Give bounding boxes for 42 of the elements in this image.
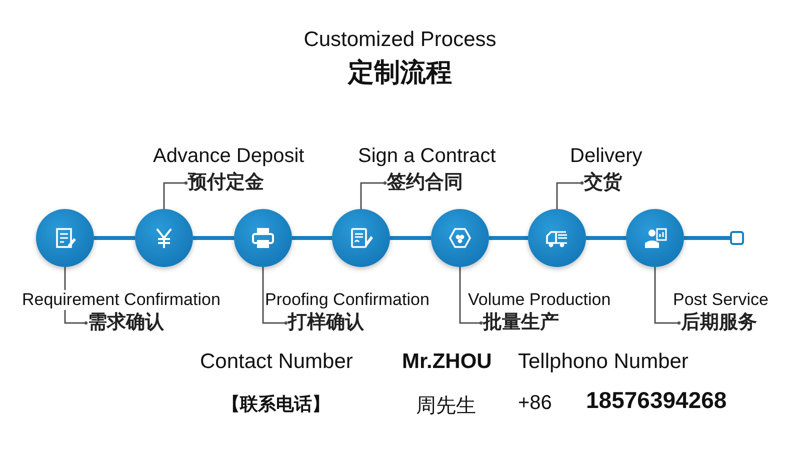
step-circle [528,209,586,267]
phone-label: Tellphono Number [518,350,688,374]
step-circle [626,209,684,267]
step-label: Advance Deposit [153,145,304,168]
connector-line [489,236,528,240]
leader-line [262,267,288,325]
step-label-chinese: 打样确认 [288,311,364,335]
step-label-chinese: 后期服务 [681,311,757,335]
step-label: Proofing Confirmation [265,290,430,310]
leader-line [654,267,681,325]
subtitle-chinese: 定制流程 [346,56,453,89]
connector-line [684,236,730,240]
step-circle [36,209,94,267]
step-label-chinese: 交货 [584,171,622,195]
step-label-chinese: 批量生产 [483,311,559,335]
contact-label: Contact Number [200,350,353,374]
step-circle [332,209,390,267]
leader-line [360,181,387,209]
step-label-chinese: 预付定金 [188,171,264,195]
contact-name-chinese: 周先生 [416,394,476,419]
step-circle [431,209,489,267]
connector-line [193,236,234,240]
title: Customized Process [302,28,498,52]
leader-line [556,181,584,209]
step-label: Delivery [570,145,642,168]
contact-label-chinese: 【联系电话】 [222,393,330,416]
contact-name: Mr.ZHOU [402,350,492,374]
connector-line [94,236,135,240]
connector-line [292,236,332,240]
step-label-chinese: 需求确认 [88,311,164,335]
step-circle [234,209,292,267]
leader-line [459,267,483,325]
leader-line [163,181,188,209]
step-label-chinese: 签约合同 [387,171,463,195]
phone-number: 18576394268 [586,387,727,414]
step-circle [135,209,193,267]
connector-line [390,236,431,240]
connector-line [586,236,626,240]
step-label: Requirement Confirmation [22,290,220,310]
country-code: +86 [518,392,552,415]
step-label: Sign a Contract [358,145,496,168]
end-square [730,231,744,245]
